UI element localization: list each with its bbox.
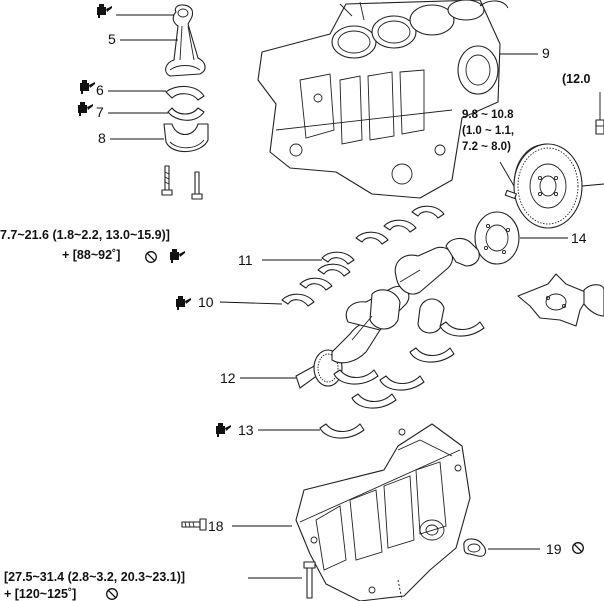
prohibited-circle-icon	[106, 588, 118, 600]
flywheel-torque-line3: 7.2 ~ 8.0)	[462, 141, 511, 153]
callout-14: 14	[571, 230, 587, 246]
main-bearing-lower-set	[319, 321, 485, 439]
leader-line	[219, 301, 283, 305]
callout-6: 6	[96, 82, 104, 98]
leader-line	[581, 183, 604, 187]
gasket-ring	[479, 0, 509, 9]
oil-can-icon	[80, 80, 95, 94]
callout-5: 5	[108, 31, 116, 47]
flywheel	[513, 143, 583, 229]
conrod-cap	[163, 123, 209, 153]
oil-can-icon	[176, 296, 191, 310]
conrod-bolt	[161, 165, 173, 196]
bedplate-angle-spec: + [120~125˚]	[4, 587, 77, 601]
callout-7: 7	[96, 104, 104, 120]
lower-crankcase	[295, 423, 471, 601]
prohibited-circle-icon	[572, 542, 584, 554]
oil-can-icon	[170, 249, 185, 263]
callout-10: 10	[198, 294, 214, 310]
conrod-bearing-lower	[167, 107, 205, 121]
callout-12: 12	[220, 370, 236, 386]
bedplate-long-bolt	[303, 561, 316, 599]
small-bolt	[504, 189, 517, 200]
bedplate-torque-spec: [27.5~31.4 (2.8~3.2, 20.3~23.1)]	[4, 570, 186, 584]
callout-18: 18	[208, 518, 224, 534]
conrod-angle-spec: + [88~92˚]	[62, 248, 121, 262]
spacer-plate	[474, 211, 520, 265]
flywheel-torque-line1: 9.8 ~ 10.8	[462, 109, 514, 121]
callout-19: 19	[546, 541, 562, 557]
drive-plate	[517, 273, 604, 327]
leader-line	[499, 161, 515, 187]
callout-9: 9	[542, 45, 550, 61]
callout-11: 11	[238, 252, 253, 268]
conrod-bearing-upper	[165, 85, 205, 101]
oil-can-icon	[78, 102, 93, 116]
callout-13: 13	[238, 422, 254, 438]
oil-can-icon	[97, 4, 112, 18]
leader-line	[397, 579, 403, 601]
conrod-torque-spec: 7.7~21.6 (1.8~2.2, 13.0~15.9)]	[0, 228, 170, 242]
main-bearing-upper-set	[281, 205, 445, 307]
oil-seal-ring	[463, 538, 487, 557]
flywheel-bolt	[595, 119, 604, 135]
bedplate-bolt	[181, 518, 207, 531]
crankshaft	[295, 237, 480, 389]
conrod-bolt	[191, 171, 203, 200]
top-right-torque-spec: (12.0	[562, 72, 591, 86]
oil-can-icon	[216, 423, 231, 437]
prohibited-circle-icon	[145, 251, 157, 263]
flywheel-torque-line2: (1.0 ~ 1.1,	[462, 125, 515, 137]
cylinder-block	[257, 0, 501, 199]
callout-8: 8	[98, 130, 106, 146]
connecting-rod	[165, 4, 206, 77]
